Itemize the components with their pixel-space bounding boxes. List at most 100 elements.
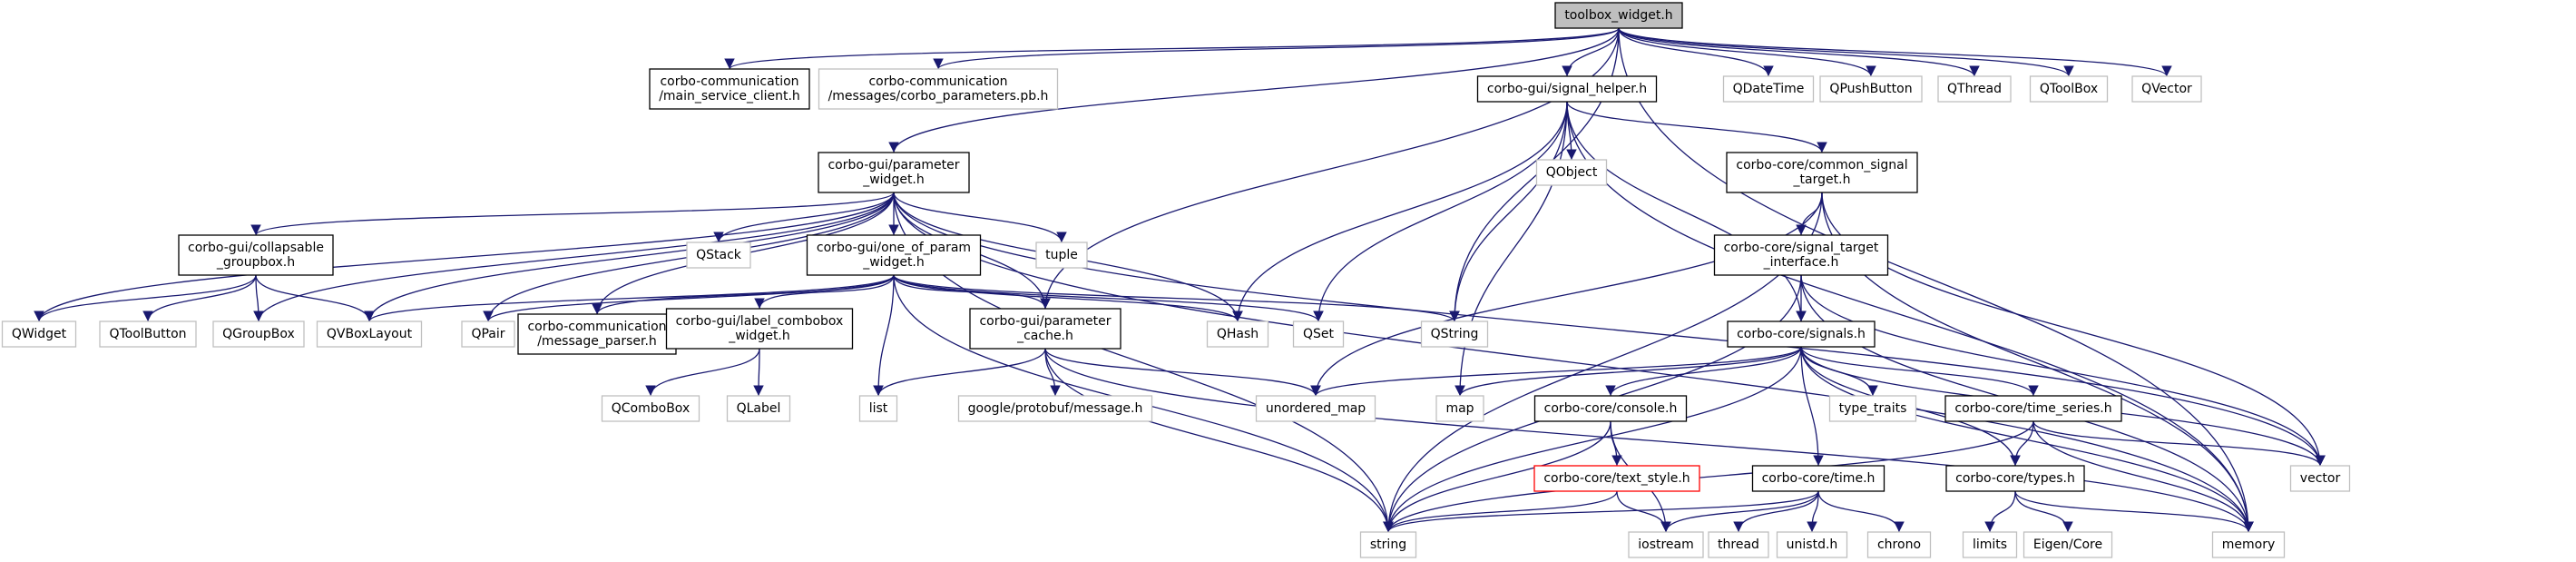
node-param_widget[interactable]: corbo-gui/parameter_widget.h bbox=[818, 152, 970, 193]
edge-time-to-iostream bbox=[1660, 490, 1819, 533]
node-label: _widget.h bbox=[862, 255, 925, 270]
node-vector[interactable]: vector bbox=[2289, 465, 2351, 492]
node-box bbox=[1628, 531, 1704, 558]
edge-time_series-to-string bbox=[1383, 420, 2034, 533]
edge-text_style-to-string bbox=[1383, 490, 1618, 533]
node-thread[interactable]: thread bbox=[1708, 531, 1769, 558]
edge-param_widget-to-vector bbox=[893, 192, 2326, 467]
node-qdatetime[interactable]: QDateTime bbox=[1722, 75, 1815, 103]
node-qset[interactable]: QSet bbox=[1292, 320, 1345, 348]
edge-signal_helper-to-qset bbox=[1313, 101, 1568, 322]
node-unistd[interactable]: unistd.h bbox=[1776, 531, 1848, 558]
node-signal_helper[interactable]: corbo-gui/signal_helper.h bbox=[1476, 75, 1658, 103]
node-box bbox=[649, 68, 810, 110]
node-label: corbo-gui/collapsable bbox=[188, 241, 324, 255]
node-time_series[interactable]: corbo-core/time_series.h bbox=[1944, 395, 2122, 422]
node-label: QString bbox=[1431, 327, 1479, 341]
node-label: _widget.h bbox=[862, 173, 925, 187]
node-qstring[interactable]: QString bbox=[1420, 320, 1489, 348]
node-msc[interactable]: corbo-communication/main_service_client.… bbox=[649, 68, 810, 110]
edge-signal_helper-to-qhash bbox=[1232, 101, 1568, 322]
node-collapsable[interactable]: corbo-gui/collapsable_groupbox.h bbox=[178, 234, 334, 276]
edge-signals-to-string bbox=[1383, 346, 1802, 533]
node-memory[interactable]: memory bbox=[2211, 531, 2286, 558]
node-label: _groupbox.h bbox=[216, 255, 295, 270]
node-sig_target_iface[interactable]: corbo-core/signal_target_interface.h bbox=[1713, 234, 1889, 276]
node-msg_parser[interactable]: corbo-communication/message_parser.h bbox=[517, 313, 677, 355]
node-qwidget[interactable]: QWidget bbox=[1, 320, 77, 348]
node-label: corbo-communication bbox=[527, 320, 666, 334]
edge-one_of-to-qpair bbox=[483, 274, 895, 322]
node-label: QVector bbox=[2141, 82, 2192, 96]
node-qlabel[interactable]: QLabel bbox=[726, 395, 791, 422]
node-qobject[interactable]: QObject bbox=[1535, 159, 1608, 186]
node-label: QPair bbox=[471, 327, 504, 341]
node-qthread[interactable]: QThread bbox=[1937, 75, 2012, 103]
node-iostream[interactable]: iostream bbox=[1628, 531, 1704, 558]
node-label: QStack bbox=[696, 248, 742, 262]
node-qpair[interactable]: QPair bbox=[461, 320, 515, 348]
node-label: unistd.h bbox=[1787, 537, 1838, 552]
node-label_combo[interactable]: corbo-gui/label_combobox_widget.h bbox=[665, 308, 854, 350]
node-box bbox=[818, 152, 970, 193]
node-box bbox=[1828, 395, 1917, 422]
node-box bbox=[1945, 465, 2085, 492]
node-tuple[interactable]: tuple bbox=[1035, 242, 1088, 269]
node-toolbox[interactable]: toolbox_widget.h bbox=[1554, 2, 1683, 29]
node-time[interactable]: corbo-core/time.h bbox=[1751, 465, 1885, 492]
node-common_signal[interactable]: corbo-core/common_signal_target.h bbox=[1726, 152, 1918, 193]
node-map[interactable]: map bbox=[1435, 395, 1484, 422]
node-types[interactable]: corbo-core/types.h bbox=[1945, 465, 2085, 492]
node-qvboxlayout[interactable]: QVBoxLayout bbox=[316, 320, 423, 348]
edge-param_widget-to-qwidget bbox=[34, 192, 895, 322]
node-qcombobox[interactable]: QComboBox bbox=[601, 395, 700, 422]
node-chrono[interactable]: chrono bbox=[1866, 531, 1932, 558]
node-box bbox=[2211, 531, 2286, 558]
node-string[interactable]: string bbox=[1359, 531, 1417, 558]
node-qvector[interactable]: QVector bbox=[2131, 75, 2202, 103]
edge-time_series-to-memory bbox=[2032, 420, 2254, 533]
node-eigen[interactable]: Eigen/Core bbox=[2023, 531, 2113, 558]
node-box bbox=[1554, 2, 1683, 29]
node-text_style[interactable]: corbo-core/text_style.h bbox=[1533, 465, 1700, 492]
edge-toolbox-to-qvector bbox=[1618, 27, 2172, 77]
edge-one_of-to-qset bbox=[893, 274, 1324, 322]
node-limits[interactable]: limits bbox=[1962, 531, 2018, 558]
edge-signal_helper-to-common_signal bbox=[1566, 101, 1827, 153]
node-params_pb[interactable]: corbo-communication/messages/corbo_param… bbox=[818, 68, 1059, 110]
node-box bbox=[1255, 395, 1376, 422]
node-label: string bbox=[1370, 537, 1406, 552]
node-signals[interactable]: corbo-core/signals.h bbox=[1727, 320, 1876, 348]
node-label: _widget.h bbox=[728, 329, 790, 343]
node-type_traits[interactable]: type_traits bbox=[1828, 395, 1917, 422]
node-label: google/protobuf/message.h bbox=[968, 401, 1143, 416]
node-unordered_map[interactable]: unordered_map bbox=[1255, 395, 1376, 422]
node-one_of[interactable]: corbo-gui/one_of_param_widget.h bbox=[806, 234, 982, 276]
node-qstack[interactable]: QStack bbox=[686, 242, 751, 269]
node-param_cache[interactable]: corbo-gui/parameter_cache.h bbox=[969, 308, 1121, 350]
node-qtoolbox[interactable]: QToolBox bbox=[2029, 75, 2109, 103]
edge-one_of-to-qvboxlayout bbox=[364, 274, 895, 322]
node-qpushbutton[interactable]: QPushButton bbox=[1819, 75, 1923, 103]
node-label: QVBoxLayout bbox=[327, 327, 413, 341]
node-label: limits bbox=[1973, 537, 2007, 552]
node-protobuf_msg[interactable]: google/protobuf/message.h bbox=[957, 395, 1153, 422]
node-console[interactable]: corbo-core/console.h bbox=[1533, 395, 1688, 422]
edge-param_widget-to-qvboxlayout bbox=[364, 192, 895, 322]
node-box bbox=[99, 320, 197, 348]
node-box bbox=[1944, 395, 2122, 422]
node-box bbox=[665, 308, 854, 350]
node-box bbox=[1533, 395, 1688, 422]
node-label: /messages/corbo_parameters.pb.h bbox=[828, 89, 1049, 104]
node-qgroupbox[interactable]: QGroupBox bbox=[212, 320, 305, 348]
node-qtoolbutton[interactable]: QToolButton bbox=[99, 320, 197, 348]
node-list[interactable]: list bbox=[858, 395, 898, 422]
node-label: map bbox=[1445, 401, 1474, 416]
node-box bbox=[726, 395, 791, 422]
node-label: corbo-core/time_series.h bbox=[1954, 401, 2111, 416]
node-label: _cache.h bbox=[1016, 329, 1073, 343]
node-box bbox=[957, 395, 1153, 422]
edge-param_widget-to-tuple bbox=[893, 192, 1067, 243]
node-label: corbo-communication bbox=[660, 74, 798, 89]
node-qhash[interactable]: QHash bbox=[1206, 320, 1269, 348]
